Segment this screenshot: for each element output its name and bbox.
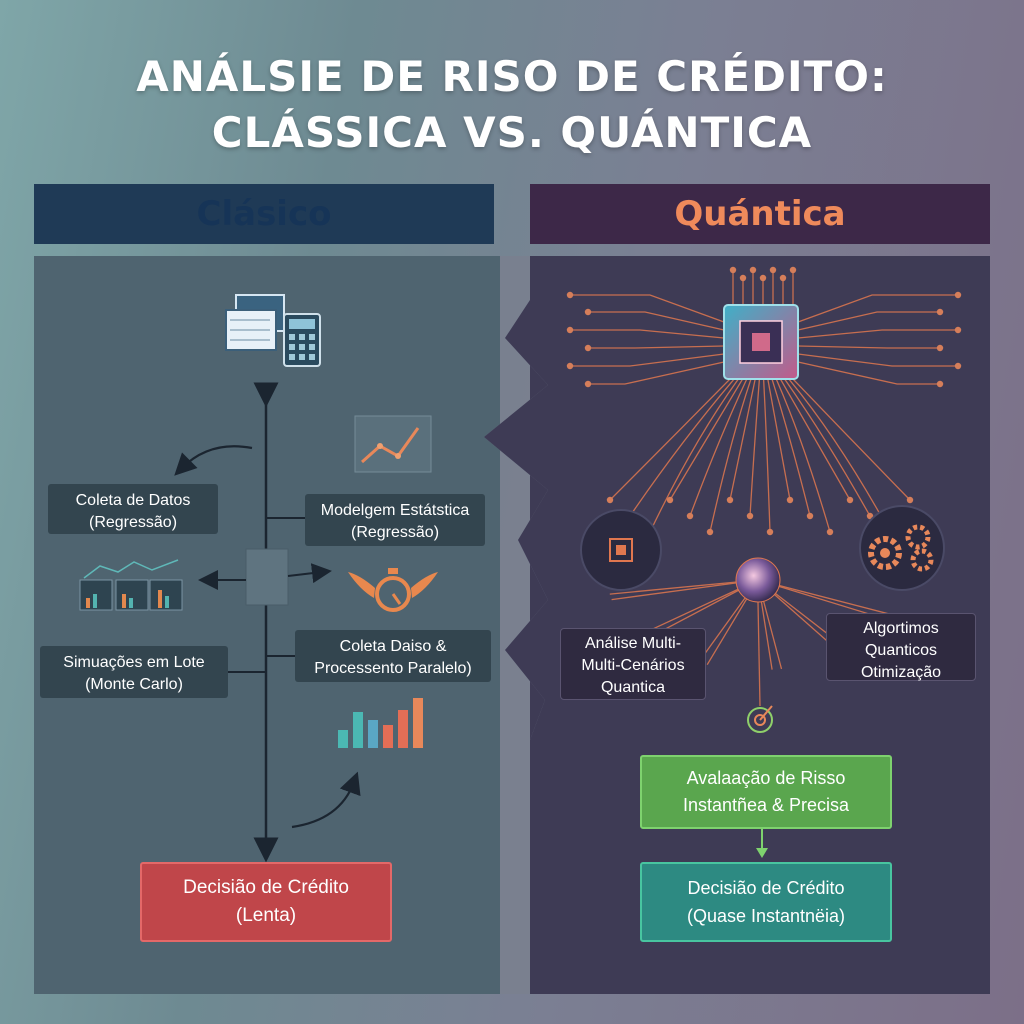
collection-line-2: (Regressão) bbox=[88, 514, 178, 531]
parallel-line-2: Processento Paralelo) bbox=[314, 660, 472, 677]
batch-simulation-box: Simuações em Lote (Monte Carlo) bbox=[40, 646, 228, 698]
gears-icon bbox=[859, 505, 945, 591]
statistical-modeling-box: Modelgem Estátstica (Regressão) bbox=[305, 494, 485, 546]
slow-decision-line-1: Decisião de Crédito bbox=[183, 877, 349, 898]
slow-credit-decision-box: Decisião de Crédito (Lenta) bbox=[140, 862, 392, 942]
simulation-line-2: (Monte Carlo) bbox=[85, 676, 183, 693]
page-title-line-2: CLÁSSICA VS. QUÁNTICA bbox=[211, 108, 813, 157]
circuit-node-icon bbox=[580, 509, 662, 591]
evaluation-line-2: Instantñea & Precisa bbox=[682, 795, 850, 815]
algorithms-line-3: Otimização bbox=[860, 664, 942, 681]
line-chart-icon bbox=[354, 415, 432, 473]
collection-line-1: Coleta de Datos bbox=[75, 492, 191, 509]
page-title-line-1: ANÁLSIE DE RISO DE CRÉDITO: bbox=[136, 52, 888, 101]
parallel-line-1: Coleta Daiso & bbox=[339, 638, 447, 655]
parallel-processing-box: Coleta Daiso & Processento Paralelo) bbox=[295, 630, 491, 682]
analysis-line-1: Análise Multi- bbox=[584, 635, 682, 652]
collection-box: Coleta de Datos (Regressão) bbox=[48, 484, 218, 534]
target-icon bbox=[747, 705, 773, 733]
quantum-header-label: Quántica bbox=[674, 194, 846, 234]
bar-chart-icon bbox=[338, 698, 423, 748]
multi-scenario-analysis-box: Análise Multi- Multi-Cenários Quantica bbox=[560, 628, 706, 700]
classic-header-label: Clásico bbox=[196, 194, 332, 234]
algorithms-line-1: Algortimos bbox=[863, 620, 939, 637]
analysis-line-3: Quantica bbox=[600, 679, 666, 696]
quantum-header: Quántica bbox=[530, 184, 990, 244]
fast-credit-decision-box: Decisião de Crédito (Quase Instantnëia) bbox=[640, 862, 892, 942]
slow-decision-line-2: (Lenta) bbox=[235, 905, 297, 926]
quantum-chip-icon bbox=[723, 304, 799, 380]
simulation-line-1: Simuações em Lote bbox=[63, 654, 205, 671]
classic-header: Clásico bbox=[34, 184, 494, 244]
modeling-line-2: (Regressão) bbox=[350, 524, 440, 541]
evaluation-line-1: Avalaação de Risso bbox=[686, 768, 846, 788]
modeling-line-1: Modelgem Estátstica bbox=[320, 502, 470, 519]
algorithms-line-2: Quanticos bbox=[864, 642, 938, 659]
instant-risk-evaluation-box: Avalaação de Risso Instantñea & Precisa bbox=[640, 755, 892, 829]
fast-decision-line-1: Decisião de Crédito bbox=[687, 878, 845, 898]
quantum-optimization-box: Algortimos Quanticos Otimização bbox=[826, 613, 976, 681]
winged-stopwatch-icon bbox=[348, 568, 438, 612]
analysis-line-2: Multi-Cenários bbox=[581, 657, 685, 674]
spreadsheet-calculator-icon bbox=[225, 294, 321, 367]
bar-charts-icon bbox=[79, 559, 183, 611]
fast-decision-line-2: (Quase Instantnëia) bbox=[686, 906, 846, 926]
quantum-sphere-icon bbox=[735, 557, 781, 603]
